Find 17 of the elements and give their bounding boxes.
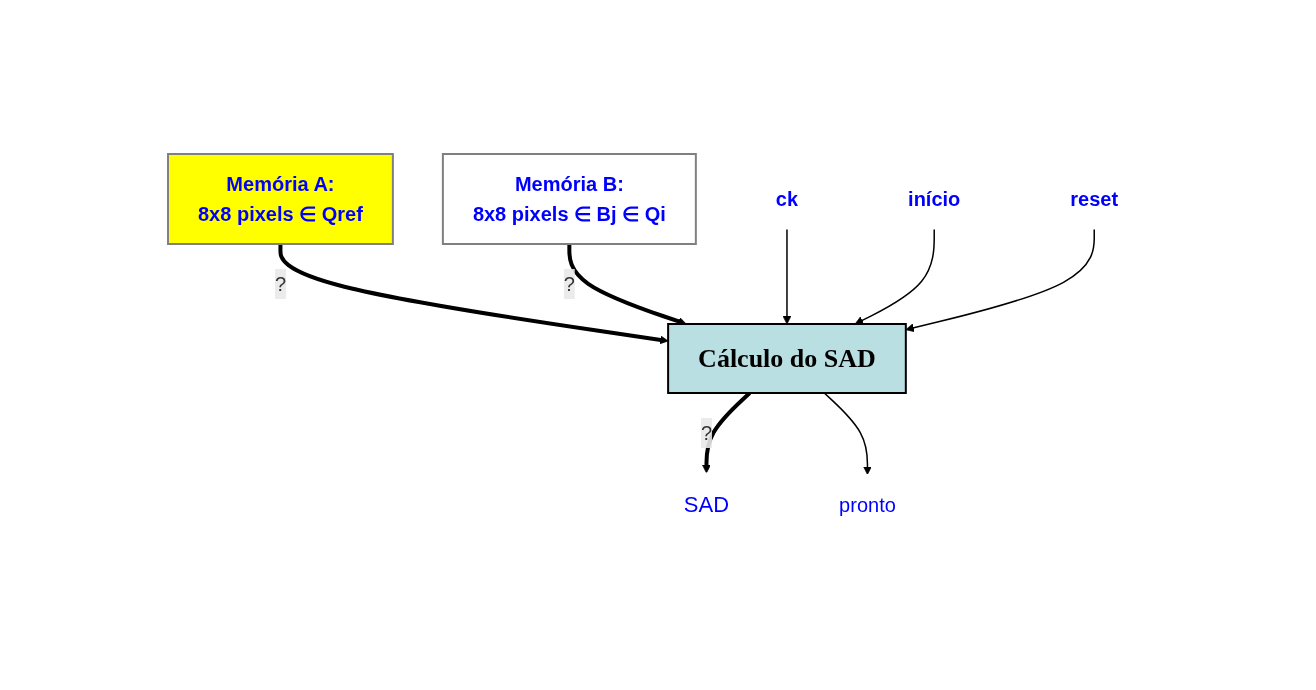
node-box: Memória B: 8x8 pixels ∈ Bj ∈ Qi [441, 153, 697, 245]
node-box: Memória A: 8x8 pixels ∈ Qref [166, 153, 394, 245]
arrow [823, 392, 872, 475]
arrow [905, 228, 1095, 333]
edge-label: ? [274, 273, 286, 295]
arrow [567, 244, 687, 326]
node-text: ck [775, 188, 799, 210]
node-text: reset [1070, 188, 1119, 210]
node-text: pronto [839, 493, 896, 516]
edge-label: ? [700, 422, 712, 444]
arrow [854, 228, 935, 325]
arrow [782, 228, 792, 325]
node-box: Cálculo do SAD [667, 323, 907, 394]
node-text: início [908, 188, 961, 210]
edge-label: ? [563, 273, 575, 295]
node-text: SAD [683, 492, 730, 517]
arrow [278, 244, 669, 345]
